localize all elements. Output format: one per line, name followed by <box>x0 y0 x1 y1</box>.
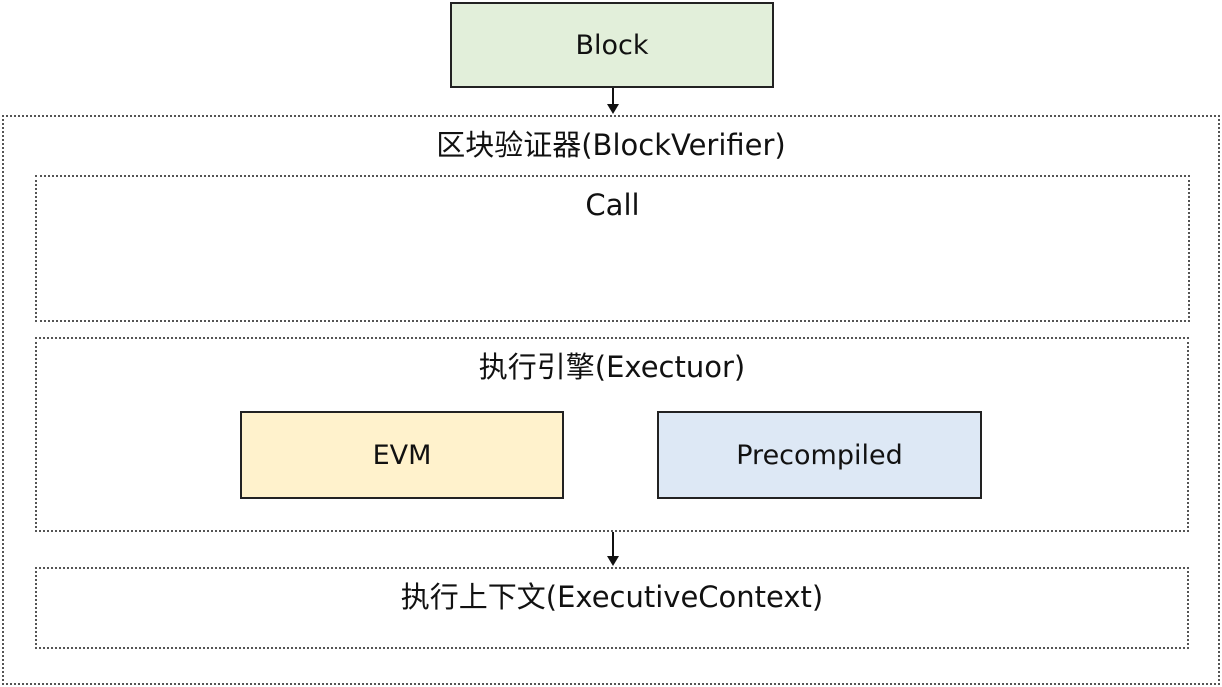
call-title: Call <box>585 188 640 222</box>
block-verifier-frame: 区块验证器(BlockVerifier) <box>2 115 1220 685</box>
evm-box: EVM <box>240 411 564 499</box>
arrow-executor-to-context-head <box>607 556 619 566</box>
arrow-executor-to-context <box>612 532 614 556</box>
block-verifier-title: 区块验证器(BlockVerifier) <box>436 128 786 162</box>
executor-frame: 执行引擎(Exectuor) <box>35 337 1189 532</box>
arrow-block-to-verifier-head <box>607 104 619 114</box>
executive-context-frame: 执行上下文(ExecutiveContext) <box>35 567 1189 649</box>
precompiled-box: Precompiled <box>657 411 982 499</box>
evm-label: EVM <box>372 439 432 471</box>
call-frame: Call <box>35 175 1190 322</box>
executor-title: 执行引擎(Exectuor) <box>478 350 746 384</box>
block-box: Block <box>450 2 774 88</box>
executive-context-title: 执行上下文(ExecutiveContext) <box>400 580 824 614</box>
block-label: Block <box>575 29 649 61</box>
arrow-block-to-verifier <box>612 88 614 104</box>
precompiled-label: Precompiled <box>736 439 903 471</box>
